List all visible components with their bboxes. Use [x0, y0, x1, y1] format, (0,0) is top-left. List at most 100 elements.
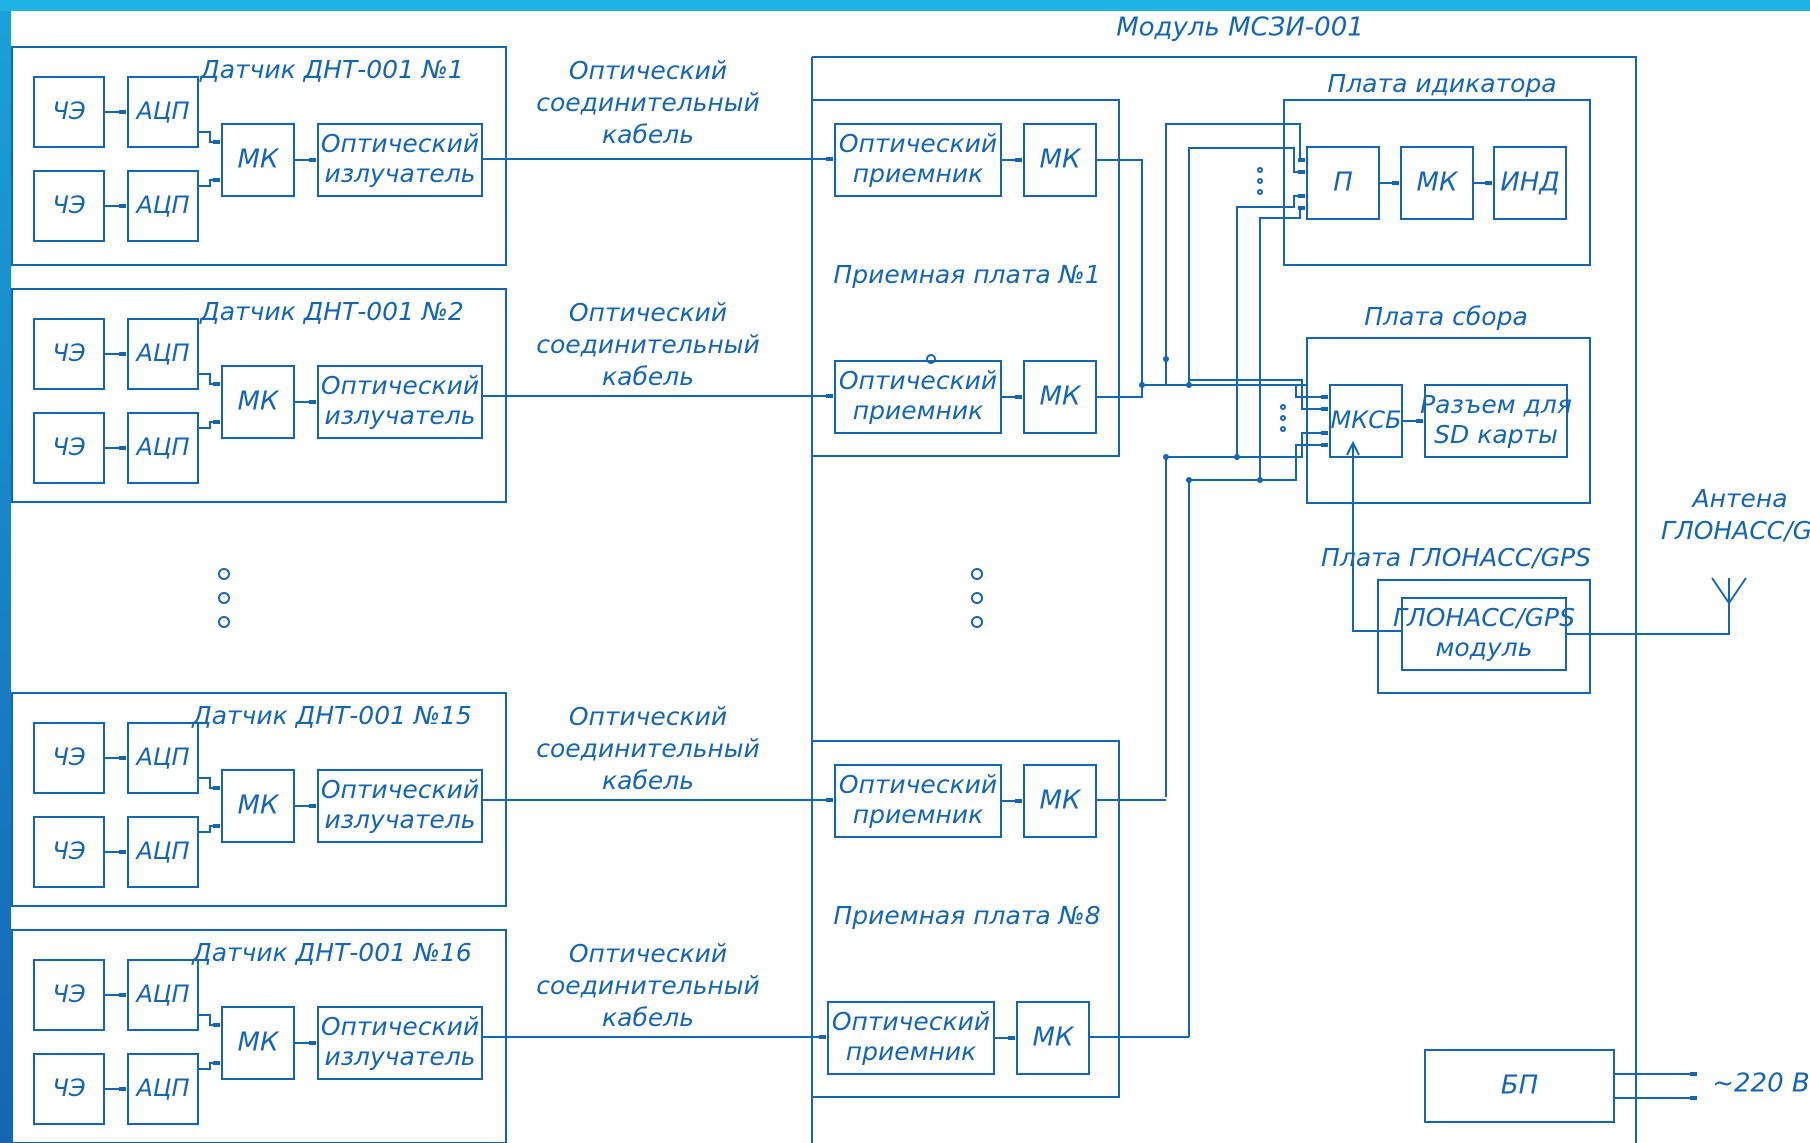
receiver-board-2-title: Приемная плата №8 — [833, 901, 1100, 930]
receiver-board-2-receiver-1-line1: Оптический — [839, 770, 997, 799]
bus-ind-4 — [1259, 206, 1305, 480]
indicator-board-title: Плата идикатора — [1327, 69, 1556, 98]
sensor-4-emitter-line2: излучатель — [324, 1042, 475, 1071]
bus-rx1-mk1 — [1096, 159, 1306, 386]
bus-col-4 — [1188, 443, 1328, 1037]
receiver-board-2-receiver-1-line2: приемник — [853, 800, 983, 829]
sensor-1-adc2-mk — [198, 178, 220, 187]
top-stripe — [0, 0, 1810, 11]
gps-module-line1: ГЛОНАСС/GPS — [1393, 603, 1575, 632]
junction-dot — [1234, 454, 1240, 460]
bus-ind-1 — [1165, 123, 1305, 385]
sensor-2-emitter-line1: Оптический — [321, 371, 479, 400]
sensor-4-adc-2-label: АЦП — [134, 1074, 189, 1102]
sensor-2-cable-label-2: соединительный — [536, 330, 760, 359]
indicator-board-frame — [1283, 99, 1591, 266]
sensor-ellipsis — [218, 592, 230, 604]
collect-ellipsis — [1280, 404, 1286, 410]
sensor-ellipsis — [218, 568, 230, 580]
gps-to-mksb-line — [1352, 443, 1402, 632]
sensor-1-cable-label-2: соединительный — [536, 88, 760, 117]
sensor-4-adc-2 — [127, 1053, 199, 1125]
bus-col-2 — [1189, 379, 1328, 411]
junction-dot — [1139, 382, 1145, 388]
sensor-3-ce-1-label: ЧЭ — [52, 743, 85, 771]
sensor-4-adc-1-label: АЦП — [134, 980, 189, 1008]
sensor-2-emitter-line2: излучатель — [324, 401, 475, 430]
sensor-1-emitter-line1: Оптический — [321, 129, 479, 158]
collect-mksb-label: МКСБ — [1331, 406, 1402, 434]
sensor-4-adc-1 — [127, 959, 199, 1031]
sensor-1-frame — [11, 46, 507, 266]
sensor-4-ce-1-label: ЧЭ — [52, 980, 85, 1008]
junction-dot — [1186, 382, 1192, 388]
sensor-3-mk-label: МК — [238, 791, 280, 821]
sensor-4-title: Датчик ДНТ-001 №16 — [191, 938, 472, 967]
sensor-4-cable-label-1: Оптический — [569, 939, 727, 968]
sensor-1-adc-1-label: АЦП — [134, 97, 189, 125]
sensor-3-emitter-line1: Оптический — [321, 775, 479, 804]
sensor-1-title: Датчик ДНТ-001 №1 — [199, 55, 464, 84]
indicator-ind — [1493, 146, 1567, 220]
sensor-4-emitter — [317, 1006, 483, 1080]
indicator-p-label: П — [1333, 168, 1353, 198]
sensor-ellipsis — [218, 616, 230, 628]
sensor-4-emitter-line1: Оптический — [321, 1012, 479, 1041]
receiver-board-2-receiver-2-line2: приемник — [846, 1037, 976, 1066]
indicator-ellipsis — [1257, 167, 1263, 173]
collect-sd-line2: SD карты — [1434, 420, 1558, 449]
sensor-1-cable-label-1: Оптический — [569, 56, 727, 85]
sensor-3-adc1-mk — [198, 777, 220, 790]
sensor-1-adc1-mk — [198, 131, 220, 144]
sensor-2-ce-2-label: ЧЭ — [52, 433, 85, 461]
receiver-board-1-receiver-1-line2: приемник — [853, 159, 983, 188]
sensor-3-adc-2-label: АЦП — [134, 837, 189, 865]
collect-ellipsis — [1280, 415, 1286, 421]
sensor-2-adc-2 — [127, 412, 199, 484]
indicator-ellipsis — [1257, 178, 1263, 184]
receiver-board-1-receiver-2-line2: приемник — [853, 396, 983, 425]
receiver-board-2-mk-2-label: МК — [1033, 1023, 1075, 1053]
receiver-board-1-mk-1-label: МК — [1040, 145, 1082, 175]
sensor-2-ce-1-label: ЧЭ — [52, 339, 85, 367]
antenna-label-1: Антена — [1690, 484, 1787, 513]
sensor-4-cable-label-2: соединительный — [536, 971, 760, 1000]
sensor-2-cable-label-3: кабель — [602, 362, 694, 391]
sensor-2-title: Датчик ДНТ-001 №2 — [199, 297, 464, 326]
sensor-2-adc-1-label: АЦП — [134, 339, 189, 367]
receiver-ellipsis — [971, 616, 983, 628]
sensor-3-emitter-line2: излучатель — [324, 805, 475, 834]
bus-rx1-mk2-stub — [1096, 385, 1143, 398]
receiver-board-1-frame — [811, 99, 1120, 457]
test-point — [926, 354, 936, 364]
bus-ind-3 — [1236, 194, 1305, 460]
sensor-2-adc-2-label: АЦП — [134, 433, 189, 461]
receiver-board-1-receiver-2-line1: Оптический — [839, 366, 997, 395]
junction-dot — [1163, 356, 1169, 362]
indicator-ellipsis — [1257, 189, 1263, 195]
indicator-ind-label: ИНД — [1500, 168, 1559, 198]
sensor-1-ce-2-label: ЧЭ — [52, 191, 85, 219]
sensor-2-emitter — [317, 365, 483, 439]
gps-board-frame — [1377, 579, 1591, 694]
sensor-3-adc2-mk — [198, 824, 220, 833]
receiver-ellipsis — [971, 568, 983, 580]
junction-dot — [1163, 454, 1169, 460]
sensor-4-mk-label: МК — [238, 1028, 280, 1058]
sensor-4-ce-2-label: ЧЭ — [52, 1074, 85, 1102]
sensor-1-ce-1-label: ЧЭ — [52, 97, 85, 125]
sensor-1-adc-2-label: АЦП — [134, 191, 189, 219]
sensor-3-ce-2-label: ЧЭ — [52, 837, 85, 865]
sensor-3-title: Датчик ДНТ-001 №15 — [191, 701, 472, 730]
sensor-3-cable-label-1: Оптический — [569, 702, 727, 731]
collect-sd-line1: Разъем для — [1420, 390, 1572, 419]
sensor-1-adc-1 — [127, 76, 199, 148]
module-outline — [812, 56, 1637, 1143]
sensor-3-adc-1 — [127, 722, 199, 794]
sensor-3-adc-1-label: АЦП — [134, 743, 189, 771]
collect-board-frame — [1306, 337, 1591, 504]
gps-board-title: Плата ГЛОНАСС/GPS — [1321, 543, 1591, 572]
sensor-2-cable-label-1: Оптический — [569, 298, 727, 327]
sensor-4-adc1-mk — [198, 1014, 220, 1027]
